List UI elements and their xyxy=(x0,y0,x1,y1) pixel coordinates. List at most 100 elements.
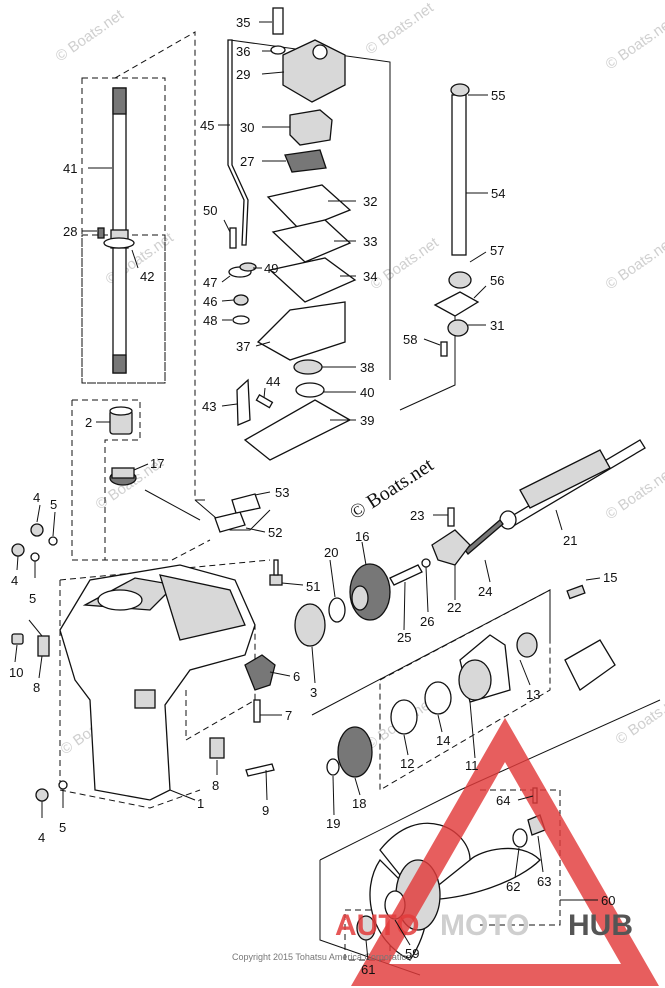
callout-54: 54 xyxy=(491,186,505,201)
callout-4c: 4 xyxy=(38,830,45,845)
spring xyxy=(464,519,504,555)
callout-42: 42 xyxy=(140,269,154,284)
bearing xyxy=(109,406,133,435)
watermark-text: © Boats.net xyxy=(613,689,665,748)
gearcase-housing xyxy=(59,564,256,801)
callout-28: 28 xyxy=(63,224,77,239)
callout-6: 6 xyxy=(293,669,300,684)
callout-1: 1 xyxy=(197,796,204,811)
brand-middle: MOTO xyxy=(440,909,529,942)
screw-and-washers xyxy=(228,227,257,325)
callout-16: 16 xyxy=(355,529,369,544)
callout-5a: 5 xyxy=(50,497,57,512)
callout-21: 21 xyxy=(563,533,577,548)
callout-57: 57 xyxy=(490,243,504,258)
callout-51: 51 xyxy=(306,579,320,594)
callout-25: 25 xyxy=(397,630,411,645)
callout-30: 30 xyxy=(240,120,254,135)
watermark-text: © Boats.net xyxy=(363,0,438,58)
brand-logo: AUTO MOTO HUB xyxy=(335,717,660,986)
callout-50: 50 xyxy=(203,203,217,218)
reverse-gear xyxy=(337,726,373,778)
forward-gear xyxy=(328,558,431,623)
bolt xyxy=(245,763,275,777)
leader-lines xyxy=(14,21,601,961)
water-pump-assembly xyxy=(256,7,357,361)
watermark-text: © Boats.net xyxy=(603,14,665,73)
shift-rod-assembly xyxy=(433,83,480,357)
clutch xyxy=(431,529,471,566)
brand-suffix: HUB xyxy=(568,909,633,942)
watermark-text: © Boats.net xyxy=(603,464,665,523)
bolt-washer-set xyxy=(11,523,68,802)
bracket xyxy=(236,378,251,426)
callout-29: 29 xyxy=(236,67,250,82)
pinion-gear xyxy=(109,467,137,486)
callout-64: 64 xyxy=(496,793,510,808)
callout-20: 20 xyxy=(324,545,338,560)
callout-26: 26 xyxy=(420,614,434,629)
callout-39: 39 xyxy=(360,413,374,428)
callout-56: 56 xyxy=(490,273,504,288)
callout-2: 2 xyxy=(85,415,92,430)
callout-5c: 5 xyxy=(59,820,66,835)
callout-44: 44 xyxy=(266,374,280,389)
callout-labels: 35 36 29 30 27 32 33 34 45 41 28 42 2 17… xyxy=(9,15,617,977)
callout-11: 11 xyxy=(465,758,479,773)
callout-22: 22 xyxy=(447,600,461,615)
copyright-text: Copyright 2015 Tohatsu America Corporati… xyxy=(232,952,411,962)
callout-55: 55 xyxy=(491,88,505,103)
bolt xyxy=(269,559,283,586)
callout-12: 12 xyxy=(400,756,414,771)
nut xyxy=(11,633,24,645)
washer xyxy=(326,758,340,776)
callout-35: 35 xyxy=(236,15,250,30)
callout-40: 40 xyxy=(360,385,374,400)
callout-23: 23 xyxy=(410,508,424,523)
callout-24: 24 xyxy=(478,584,492,599)
callout-10: 10 xyxy=(9,665,23,680)
callout-8b: 8 xyxy=(212,778,219,793)
water-tube xyxy=(227,39,249,246)
callout-7: 7 xyxy=(285,708,292,723)
callout-58: 58 xyxy=(403,332,417,347)
callout-60: 60 xyxy=(601,893,615,908)
bearing-carrier xyxy=(390,632,616,735)
callout-48: 48 xyxy=(203,313,217,328)
callout-13: 13 xyxy=(526,687,540,702)
pin xyxy=(97,227,105,239)
seals-and-gasket xyxy=(243,359,352,461)
bearing xyxy=(294,603,326,647)
clip xyxy=(209,737,225,759)
callout-63: 63 xyxy=(537,874,551,889)
callout-14: 14 xyxy=(436,733,450,748)
pin xyxy=(255,394,274,409)
callout-4a: 4 xyxy=(33,490,40,505)
callout-17: 17 xyxy=(150,456,164,471)
callout-46: 46 xyxy=(203,294,217,309)
plate xyxy=(231,493,261,514)
callout-15: 15 xyxy=(603,570,617,585)
callout-9: 9 xyxy=(262,803,269,818)
callout-37: 37 xyxy=(236,339,250,354)
callout-19: 19 xyxy=(326,816,340,831)
shift-cam xyxy=(244,654,276,691)
callout-8a: 8 xyxy=(33,680,40,695)
callout-43: 43 xyxy=(202,399,216,414)
callout-33: 33 xyxy=(363,234,377,249)
callout-18: 18 xyxy=(352,796,366,811)
callout-61: 61 xyxy=(361,962,375,977)
callout-32: 32 xyxy=(363,194,377,209)
pin xyxy=(447,507,455,527)
callout-4b: 4 xyxy=(11,573,18,588)
callout-34: 34 xyxy=(363,269,377,284)
callout-45: 45 xyxy=(200,118,214,133)
watermark-text: © Boats.net xyxy=(603,234,665,293)
callout-52: 52 xyxy=(268,525,282,540)
plate xyxy=(214,511,246,533)
callout-5b: 5 xyxy=(29,591,36,606)
callout-62: 62 xyxy=(506,879,520,894)
callout-38: 38 xyxy=(360,360,374,375)
callout-49: 49 xyxy=(264,261,278,276)
